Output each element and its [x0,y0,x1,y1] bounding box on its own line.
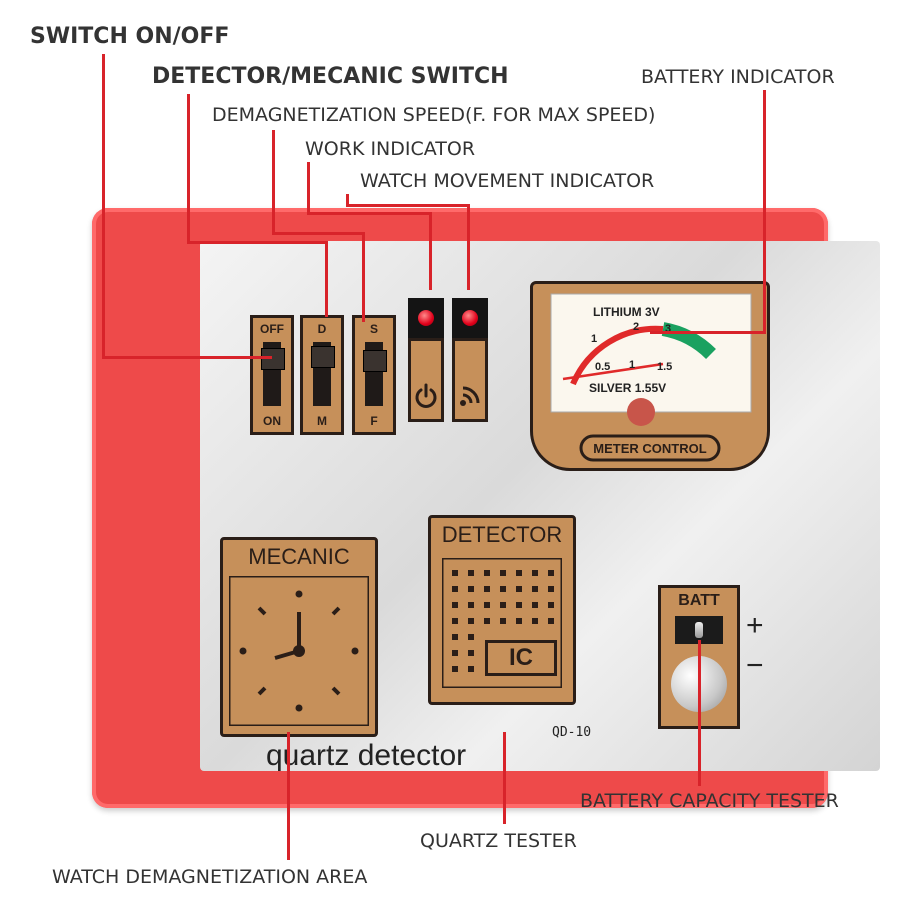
leader-line [467,204,470,290]
meter-silver-label: SILVER 1.55V [589,381,666,395]
meter-bottom-tick: 0.5 [595,361,610,373]
signal-icon-box [452,338,488,422]
leader-line [325,241,328,317]
leader-line [698,640,701,786]
mode-switch-m-label: M [317,414,327,428]
batt-label: BATT [678,592,720,609]
mecanic-tile: MECANIC [220,537,378,737]
leader-line [287,732,290,860]
meter-lithium-label: LITHIUM 3V [593,305,660,319]
speed-switch-knob[interactable] [363,350,387,372]
mode-switch-d-label: D [317,322,327,336]
leader-line [429,212,432,290]
battery-plus-sign: + [746,609,764,642]
leader-line [187,241,327,244]
meter-top-tick: 1 [591,333,597,345]
callout-battery-indicator: BATTERY INDICATOR [641,66,835,88]
leader-line [102,356,272,359]
leader-line [102,54,105,358]
mode-switch-track [311,342,335,406]
movement-indicator-led [462,310,478,326]
movement-indicator-housing [452,298,488,338]
speed-switch-s-label: S [369,322,378,336]
battery-meter: LITHIUM 3V 1 2 3 0.5 1 1.5 SILVER 1.55V … [530,281,770,471]
signal-icon [460,386,480,406]
meter-bottom-tick: 1 [629,359,635,371]
power-switch-track [261,342,285,406]
power-switch-knob[interactable] [261,348,285,370]
leader-line [307,162,310,214]
model-number: QD-10 [552,725,592,740]
callout-switch-onoff: SWITCH ON/OFF [30,24,230,49]
meter-control-label: METER CONTROL [593,441,706,456]
battery-contact-pin[interactable] [695,622,703,638]
callout-battery-capacity-tester: BATTERY CAPACITY TESTER [580,790,839,812]
callout-demagnetization-speed: DEMAGNETIZATION SPEED(F. FOR MAX SPEED) [212,104,656,126]
meter-bottom-tick: 1.5 [657,361,672,373]
callout-watch-demagnetization-area: WATCH DEMAGNETIZATION AREA [52,866,368,888]
battery-minus-sign: − [746,649,764,682]
detector-grid-icon [442,558,562,688]
leader-line [362,232,365,322]
leader-line [307,212,431,215]
power-switch-on-label: ON [263,414,281,428]
brand-name: quartz detector [266,739,467,772]
meter-face: LITHIUM 3V 1 2 3 0.5 1 1.5 SILVER 1.55V … [550,293,752,462]
clock-face-icon [229,576,369,726]
work-indicator-led [418,310,434,326]
power-switch-off-label: OFF [260,322,284,336]
meter-top-tick: 2 [633,321,639,333]
detector-tile: DETECTOR IC [428,515,576,705]
front-panel: OFF ON D M S F [200,241,880,772]
ic-label: IC [485,640,557,676]
leader-line [346,194,349,206]
callout-watch-movement-indicator: WATCH MOVEMENT INDICATOR [360,170,655,192]
callout-quartz-tester: QUARTZ TESTER [420,830,577,852]
callout-work-indicator: WORK INDICATOR [305,138,476,160]
quartz-detector-device: OFF ON D M S F [92,208,880,808]
leader-line [272,232,364,235]
leader-line [503,732,506,824]
leader-line [187,94,190,242]
power-switch[interactable]: OFF ON [250,315,294,435]
mecanic-title: MECANIC [248,544,350,569]
power-icon [415,383,437,408]
leader-line [272,130,275,234]
battery-contact-slot [675,616,723,644]
leader-line [346,204,470,207]
work-indicator-housing [408,298,444,338]
meter-top-tick: 3 [665,323,671,335]
mode-switch[interactable]: D M [300,315,344,435]
leader-line [650,331,766,334]
callout-detector-mecanic-switch: DETECTOR/MECANIC SWITCH [152,64,509,89]
detector-title: DETECTOR [441,522,563,547]
leader-line [763,90,766,334]
battery-tester[interactable]: BATT [658,585,740,729]
speed-switch-f-label: F [370,414,378,428]
mode-switch-knob[interactable] [311,346,335,368]
speed-switch[interactable]: S F [352,315,396,435]
speed-switch-track [363,342,387,406]
power-icon-box [408,338,444,422]
